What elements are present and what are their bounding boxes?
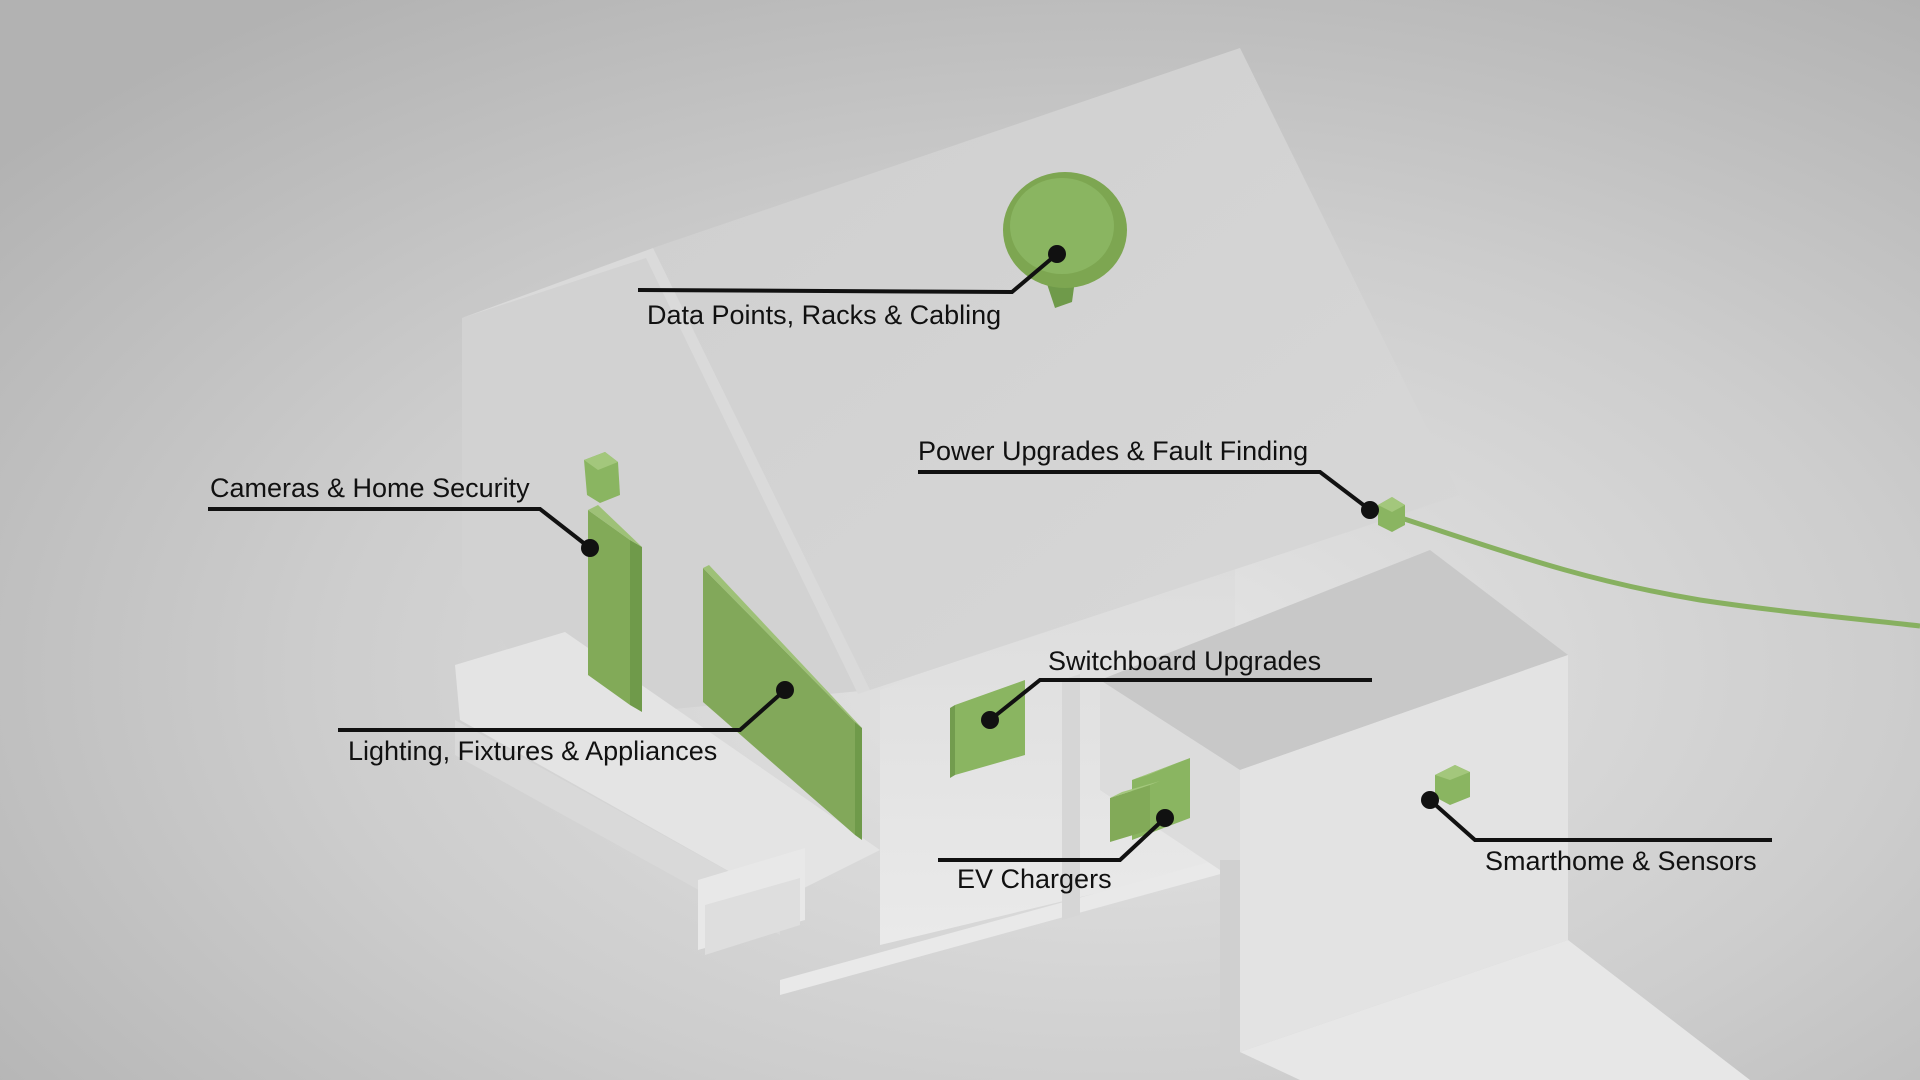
callout-label-cameras: Cameras & Home Security xyxy=(210,473,530,503)
garage-front-wall xyxy=(1240,655,1568,1052)
left-porch-slab xyxy=(455,632,880,900)
security-panel xyxy=(588,505,642,712)
callout-line xyxy=(338,688,787,732)
ev-charger-icon xyxy=(1110,758,1190,842)
satellite-dish-icon xyxy=(1003,172,1127,308)
callout-switchboard: Switchboard Upgrades xyxy=(981,646,1372,729)
callout-lighting: Lighting, Fixtures & Appliances xyxy=(338,681,794,766)
callout-data-points: Data Points, Racks & Cabling xyxy=(637,245,1066,330)
callout-label-data-points: Data Points, Racks & Cabling xyxy=(647,300,1001,330)
callout-line xyxy=(988,678,1372,722)
callout-line xyxy=(637,252,1059,295)
garage-roof xyxy=(1100,550,1568,770)
callout-dot xyxy=(581,539,599,557)
callout-smarthome: Smarthome & Sensors xyxy=(1421,791,1772,876)
callout-dot xyxy=(1421,791,1439,809)
left-roof-plane xyxy=(462,248,870,720)
main-roof xyxy=(653,48,1460,690)
power-box-icon xyxy=(1378,497,1405,532)
sensor-icon xyxy=(1435,765,1470,805)
front-step-lower xyxy=(705,878,800,955)
callout-label-power-upgrades: Power Upgrades & Fault Finding xyxy=(918,436,1308,466)
callout-label-smarthome: Smarthome & Sensors xyxy=(1485,846,1757,876)
camera-icon xyxy=(584,452,620,503)
garage-side-wall xyxy=(1100,680,1240,1050)
callout-label-ev-chargers: EV Chargers xyxy=(957,864,1112,894)
callout-dot xyxy=(1361,501,1379,519)
callout-dot xyxy=(1156,809,1174,827)
callout-power-upgrades: Power Upgrades & Fault Finding xyxy=(918,436,1379,519)
main-front-wall xyxy=(880,560,1235,945)
callout-line xyxy=(918,470,1372,512)
callout-dot xyxy=(776,681,794,699)
garage-wall-edge xyxy=(1220,860,1240,1052)
callout-line xyxy=(1428,798,1772,842)
light-panel-icon xyxy=(703,565,862,840)
callout-cameras: Cameras & Home Security xyxy=(208,473,599,557)
power-cable xyxy=(1394,513,1920,629)
base-ledge xyxy=(780,855,1235,995)
callout-label-switchboard: Switchboard Upgrades xyxy=(1048,646,1321,676)
callout-ev-chargers: EV Chargers xyxy=(938,809,1174,894)
callout-line xyxy=(938,816,1167,862)
callout-line xyxy=(208,507,592,550)
callout-dot xyxy=(1048,245,1066,263)
ground-shadow xyxy=(1240,940,1750,1080)
callout-dot xyxy=(981,711,999,729)
house-model xyxy=(455,48,1750,1080)
callout-label-lighting: Lighting, Fixtures & Appliances xyxy=(348,736,717,766)
